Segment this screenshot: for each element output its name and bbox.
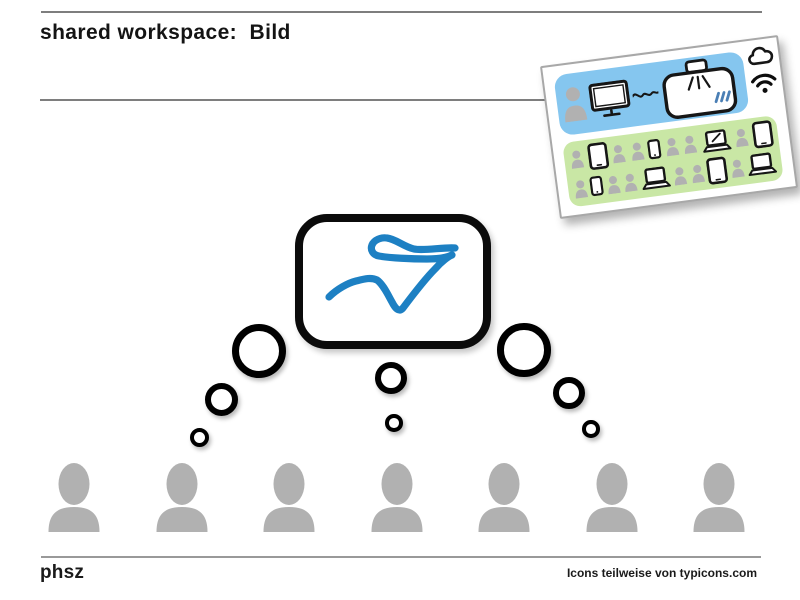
person-icon — [263, 463, 315, 532]
laptop-icon — [642, 166, 671, 191]
projector-icon — [662, 58, 738, 119]
page-title: shared workspace: Bild — [40, 21, 291, 44]
thought-circle — [385, 414, 403, 432]
learners-row-1 — [568, 120, 775, 174]
person-icon — [613, 145, 626, 164]
cable-icon — [631, 90, 660, 98]
person-icon — [632, 142, 645, 162]
person-icon — [666, 138, 680, 157]
person-icon — [156, 463, 207, 532]
title-underline — [40, 99, 762, 101]
scribble-drawing — [325, 234, 459, 314]
tablet-icon — [706, 156, 729, 185]
logo-phsz: phsz — [40, 562, 85, 583]
cloud-wifi-column — [744, 43, 782, 108]
phone-icon — [647, 138, 662, 159]
thought-circle — [553, 377, 585, 409]
thought-circle — [232, 324, 286, 378]
monitor-icon — [588, 79, 631, 118]
person-icon — [586, 463, 637, 532]
learners-panel — [562, 115, 784, 208]
person-icon — [575, 180, 589, 199]
person-icon — [731, 159, 745, 178]
person-icon — [608, 175, 621, 195]
person-icon — [571, 150, 585, 170]
thought-circle — [204, 382, 238, 416]
person-icon — [478, 463, 530, 532]
person-icon — [565, 87, 588, 123]
cloud-icon — [748, 46, 774, 66]
presenter-panel — [553, 50, 750, 137]
laptop-pencil-icon — [703, 129, 732, 153]
person-icon — [675, 167, 688, 186]
shared-drawing-bubble — [295, 214, 491, 349]
wifi-icon — [751, 73, 777, 93]
thought-circle — [375, 362, 407, 394]
laptop-icon — [748, 152, 778, 177]
phone-icon — [589, 176, 605, 197]
person-icon — [625, 173, 638, 192]
workspace-overview-card — [539, 34, 799, 220]
top-rule — [41, 11, 762, 13]
thought-circle — [582, 420, 600, 438]
person-icon — [371, 463, 422, 532]
footer-rule — [41, 556, 761, 558]
tablet-icon — [586, 142, 609, 171]
thought-circle — [189, 427, 209, 447]
person-icon — [48, 463, 100, 532]
person-icon — [685, 135, 698, 155]
thought-circle — [497, 323, 551, 377]
person-icon — [693, 463, 745, 532]
tablet-icon — [751, 120, 774, 149]
learners-row-2 — [572, 149, 779, 203]
icons-credit: Icons teilweise von typicons.com — [566, 566, 757, 580]
person-icon — [692, 164, 705, 184]
person-icon — [736, 129, 750, 148]
